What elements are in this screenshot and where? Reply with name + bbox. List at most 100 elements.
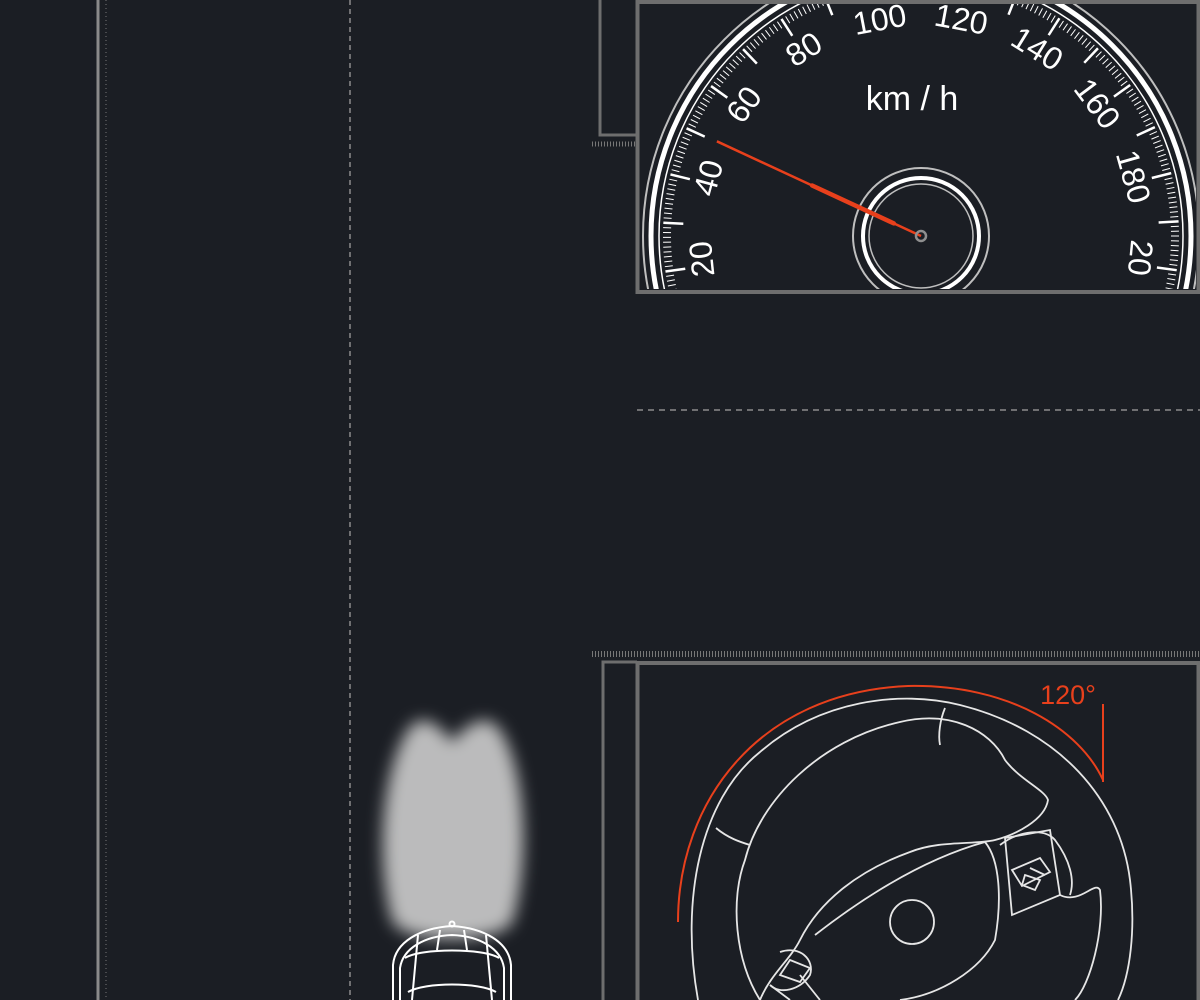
speedometer-tick — [1169, 206, 1178, 209]
speedometer-tick — [697, 106, 705, 112]
speedometer-tick — [816, 4, 820, 8]
speedometer-tick — [1095, 51, 1102, 58]
speedometer-tick — [1128, 92, 1137, 98]
speedometer-tick — [1169, 259, 1178, 261]
speedometer-tick — [1136, 104, 1144, 110]
speedometer-tick — [663, 217, 672, 219]
speedometer-tick — [1021, 4, 1024, 8]
speedometer-tick — [776, 21, 783, 29]
speedometer-tick — [1163, 297, 1171, 299]
speedometer-tick — [732, 59, 739, 66]
car-top-view-icon — [392, 920, 512, 1000]
speedometer-tick — [729, 62, 736, 69]
speedometer-tick — [705, 93, 713, 99]
speedometer-tick — [1114, 72, 1122, 79]
speedometer-tick — [1165, 182, 1174, 185]
speedometer-tick — [1113, 83, 1131, 98]
speedometer-tick — [666, 193, 675, 196]
speedometer-scale-label: 140 — [1005, 19, 1069, 78]
speedometer-scale-label: 60 — [719, 79, 769, 129]
speedometer-tick — [1162, 167, 1171, 171]
speedometer-tick — [1007, 4, 1015, 16]
speedometer-tick — [1147, 311, 1166, 317]
speedometer-tick — [1042, 10, 1048, 18]
speedometer-scale-label: 120 — [932, 0, 991, 42]
speedometer-tick — [665, 197, 674, 201]
speedometer-needle-base — [809, 183, 897, 226]
speedometer-tick — [1105, 61, 1113, 68]
speedometer-tick — [826, 4, 834, 16]
speedometer-tick — [1102, 58, 1109, 65]
speedometer-tick — [1160, 311, 1168, 313]
speedometer-tick — [1166, 282, 1175, 286]
speedometer-tick — [702, 97, 710, 103]
speedometer-tick — [666, 274, 675, 277]
speedometer-tick — [789, 13, 795, 21]
speedometer-tick — [670, 173, 691, 181]
speedometer-tick — [785, 16, 791, 24]
speedometer-tick — [682, 136, 691, 141]
speedometer-tick — [780, 18, 794, 37]
speedometer-scale-label: 40 — [686, 156, 730, 200]
speedometer-tick — [1025, 4, 1029, 10]
speedometer-tick — [695, 110, 703, 116]
steering-angle-arc — [677, 684, 1104, 923]
speedometer-tick — [1149, 131, 1158, 136]
speedometer-tick — [1062, 23, 1068, 31]
speedometer-tick — [722, 70, 730, 77]
speedometer-tick — [802, 6, 807, 15]
speedometer-tick — [1164, 177, 1173, 181]
speedometer-needle — [716, 140, 922, 238]
speedometer-tick — [663, 221, 684, 226]
speedometer-tick — [1151, 135, 1160, 140]
road-edge-left — [96, 0, 107, 1000]
speedometer-scale-label: 80 — [779, 24, 828, 73]
speedometer-tick — [675, 155, 684, 159]
speedometer-tick — [667, 188, 676, 191]
speedometer-tick — [1161, 306, 1169, 308]
steering-wheel-icon — [690, 697, 1134, 1000]
speedometer-tick — [664, 265, 673, 268]
speedometer-tick — [1029, 4, 1035, 12]
speedometer-tick — [668, 183, 677, 187]
speedometer-tick — [1131, 96, 1139, 102]
speedometer-tick — [1162, 302, 1170, 304]
speedometer-tick — [674, 159, 683, 164]
speedometer-pivot — [914, 229, 928, 243]
speedometer-tick — [1066, 26, 1072, 34]
speedometer-tick — [1074, 32, 1080, 39]
speedometer-tick — [1098, 54, 1106, 62]
speedometer-tick — [1158, 220, 1179, 224]
speedometer-scale-label: 20 — [682, 239, 722, 278]
speedometer-hub-outer — [852, 167, 990, 289]
speedometer-tick — [665, 267, 686, 273]
speedometer-tick — [1016, 4, 1019, 6]
speedometer-tick — [768, 26, 775, 35]
speedometer-tick — [719, 73, 727, 80]
speedometer-tick — [1169, 263, 1178, 266]
speedometer-tick — [765, 29, 771, 37]
speedometer-tick — [700, 101, 708, 107]
speedometer-tick — [1168, 201, 1177, 204]
speedometer-tick — [688, 123, 697, 128]
speedometer-tick — [710, 85, 729, 99]
speedometer-tick — [735, 55, 743, 62]
speedometer-tick — [690, 119, 699, 124]
speedometer-tick — [1126, 88, 1134, 94]
speedometer-panel-frame — [592, 0, 1200, 294]
speedometer-tick — [1160, 163, 1169, 167]
speedometer-tick — [667, 283, 676, 287]
speedometer-tick — [1070, 29, 1076, 37]
speedometer-tick — [1167, 191, 1176, 195]
speedometer-tick — [822, 4, 824, 7]
speedometer-tick — [1085, 41, 1092, 49]
speedometer-tick — [761, 32, 767, 40]
speedometer-tick — [671, 298, 679, 300]
steering-angle-indicator: 120° — [677, 680, 1104, 923]
speed-unit-label: km / h — [866, 80, 959, 118]
speedometer-rim — [648, 4, 1194, 289]
speedometer-tick — [811, 4, 816, 10]
